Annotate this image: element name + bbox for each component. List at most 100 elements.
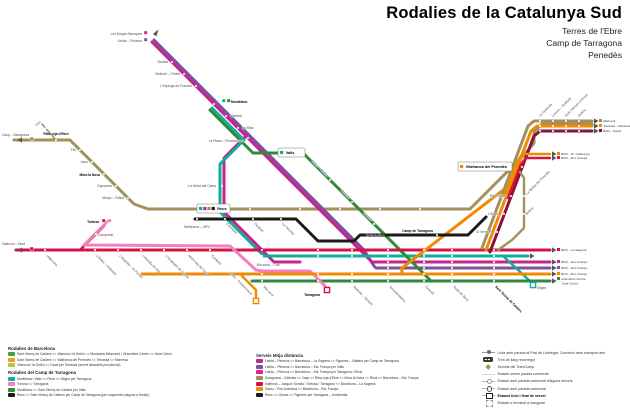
legend-row: Lleida – Pirineus <> Barcelona – La Sagr… [256, 359, 478, 365]
station-tick [44, 126, 48, 130]
legend-row-label: Lleida – Pirineus <> Barcelona – Est. Fr… [265, 364, 344, 369]
station-tick [551, 119, 555, 123]
destination-label: BCN – La Sagrera [561, 248, 587, 252]
map-line-purple-lleida [152, 38, 552, 270]
destination-line-badge [599, 124, 602, 127]
station-tick [195, 217, 199, 221]
legend-header-barcelona: Rodalies de Barcelona [8, 345, 56, 351]
legend-header-mitja: Serveis Mitja distància [256, 352, 304, 358]
station-tick [450, 254, 454, 258]
station-label: Vila-seca – CIM [256, 263, 279, 267]
station-label: La Riba [242, 126, 254, 130]
legend-line-chip [256, 387, 263, 392]
station-tick [338, 207, 342, 211]
station-label: Lleida – Pirineus [118, 39, 143, 43]
terminal-station-marker [252, 297, 260, 305]
station-label: Les Borges Blanques [111, 32, 143, 36]
station-label: L'Hospitalet de l'Infant [164, 254, 190, 280]
train-icon [482, 357, 495, 363]
station-tick [492, 254, 496, 258]
legend-row: Lleida – Pirineus <> Barcelona – Est. Fr… [256, 370, 478, 376]
destination-label: Martorell [603, 119, 615, 123]
legend-line-chip [256, 370, 263, 375]
legend-line-chip [8, 376, 15, 381]
station-label: Vila-seca [262, 285, 274, 297]
station-tick [564, 129, 568, 133]
station-label: La Secuita [281, 222, 295, 236]
legend-row: Montblanc i Valls <> Reus <> Sitges per … [8, 376, 252, 382]
station-tick [328, 178, 332, 182]
station-tick [279, 217, 283, 221]
station-tick [492, 260, 496, 264]
legend-row-label: Vilanova i la Geltrú <> Gavà per Terrass… [17, 363, 121, 368]
station-tick [386, 248, 390, 252]
legend-row: Sant Vicenç de Calders <> Vilafranca del… [8, 357, 252, 363]
station-label: Camp de Tarragona [402, 229, 433, 233]
legend-row-label: Sant Vicenç de Calders <> Vilafranca del… [17, 357, 128, 362]
station-tick [350, 200, 354, 204]
station-tick [260, 260, 264, 264]
destination-label: Sant Celoni [562, 282, 578, 286]
station-tick [260, 254, 264, 258]
station-tick [114, 184, 118, 188]
terminal-station-marker [529, 281, 537, 289]
station-label: Sant Sadurní d'Anoia [564, 93, 589, 118]
station-tick [450, 266, 454, 270]
station-tick [386, 272, 390, 276]
station-tick [260, 272, 264, 276]
legend-line-chip [8, 363, 15, 368]
interchange-line-badge [211, 206, 215, 211]
legend-symbol-label: Estació amb parada comercial [497, 386, 546, 391]
station-label: Móra la Nova [79, 173, 100, 177]
station-tick [224, 114, 228, 118]
station-tick [236, 126, 240, 130]
legend-symbol-label: Serveis del TramCamp. [497, 364, 536, 369]
page-title: Rodalies de la Catalunya Sud [386, 4, 622, 22]
interchange-line-badge [460, 164, 464, 169]
station-label: Sant Vicenç de Calders [494, 285, 523, 314]
station-tick [577, 129, 581, 133]
station-tick [248, 207, 252, 211]
station-tick [223, 217, 227, 221]
station-label: Vimbodí – Poblet [155, 72, 180, 76]
station-tick [509, 194, 513, 198]
station-tick [185, 248, 189, 252]
station-tick [260, 279, 264, 283]
direction-arrow [153, 29, 159, 37]
station-label: Faió [34, 120, 41, 127]
station-tick [450, 272, 454, 276]
legend-line-chip [256, 381, 263, 386]
interchange-label: Valls [286, 151, 295, 155]
station-tick [577, 124, 581, 128]
station-tick [450, 260, 454, 264]
direction-arrow [552, 155, 557, 161]
destination-line-badge [557, 277, 560, 280]
station-tick [316, 260, 320, 264]
s-all-icon [482, 386, 495, 392]
station-label: Altafulla – Tamarit [352, 285, 373, 306]
s-some-icon [482, 378, 495, 385]
station-label: Montblanc [231, 100, 248, 104]
station-tick [450, 248, 454, 252]
destination-label: BCN – Est. França [561, 272, 587, 276]
station-tick [54, 138, 58, 142]
line-badge [143, 37, 148, 42]
interchange-box [277, 147, 306, 158]
map-line-khaki-faio-stub [41, 123, 57, 141]
station-tick [564, 119, 568, 123]
destination-label: BCN – Est. França [561, 156, 587, 160]
destination-label: BCN – Pl. Catalunya [561, 152, 590, 156]
direction-arrow [17, 137, 22, 143]
station-tick [194, 84, 198, 88]
station-tick [495, 230, 499, 234]
legend-line-chip [8, 387, 15, 392]
legend-line-chip [8, 352, 15, 357]
legend-symbol-label: Estació sense parada comercial [497, 372, 549, 377]
line-badge [107, 218, 112, 223]
legend-row: Salou – Port Aventura <> Barcelona – Est… [256, 386, 478, 392]
station-label: Flix [71, 148, 76, 152]
map-line-khaki-ebre [12, 122, 594, 211]
destination-label: BCN – Est. França [561, 266, 587, 270]
station-tick [538, 129, 542, 133]
legend-symbol-row: Tren de llarg recorregut [482, 356, 628, 363]
